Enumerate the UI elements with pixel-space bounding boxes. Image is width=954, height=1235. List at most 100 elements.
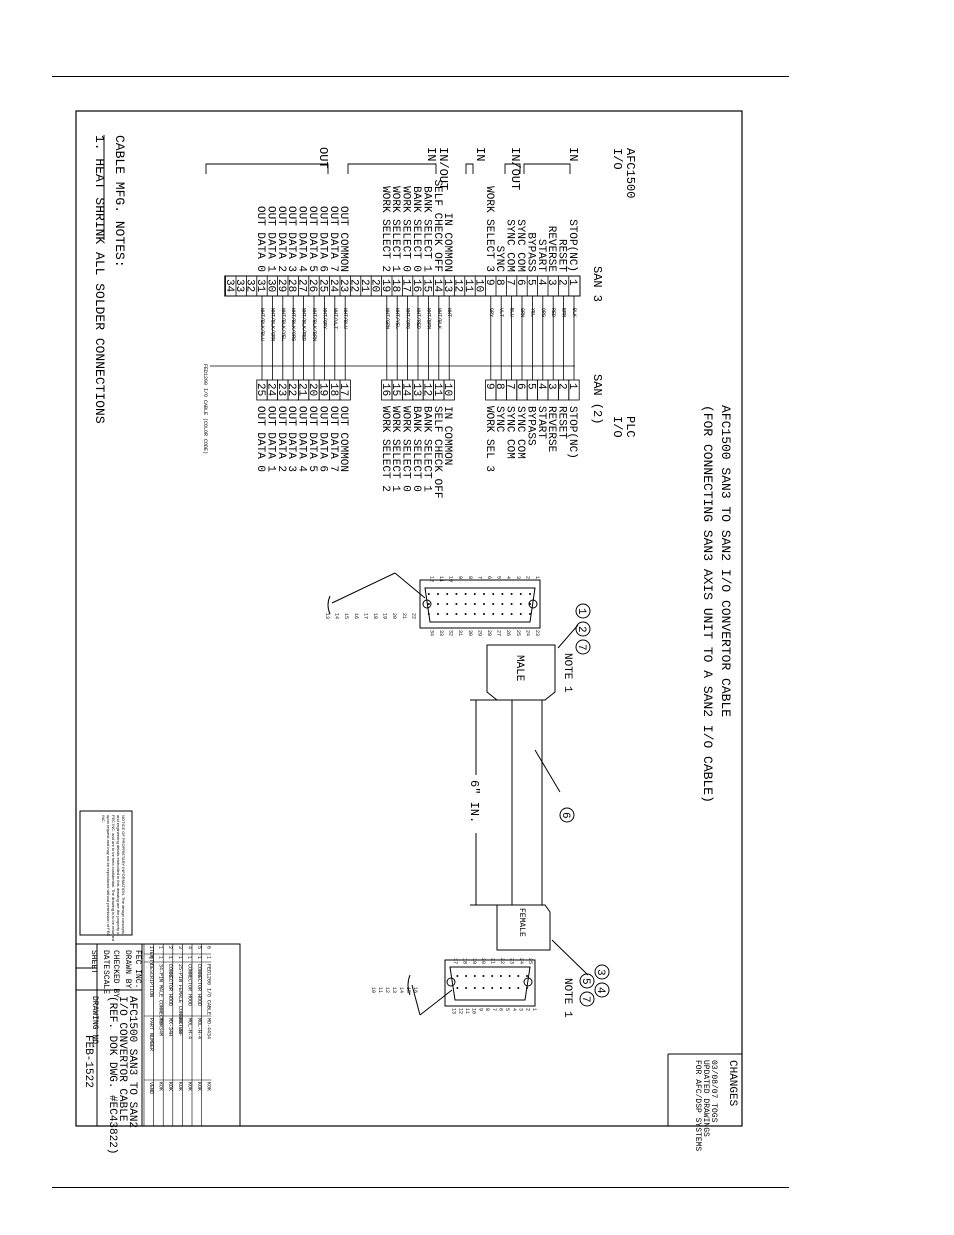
- title-line-2: (FOR CONNECTING SAN3 AXIS UNIT TO A SAN2…: [700, 405, 715, 803]
- san3-pin-number: 24: [327, 279, 339, 293]
- san3-pin-number: 11: [462, 279, 474, 293]
- balloon-6: [559, 807, 575, 823]
- bom-vend: KOK: [177, 1082, 183, 1091]
- san3-signal-label: OUT DATA 2: [275, 206, 287, 272]
- bom-qty: QTY: [148, 956, 154, 965]
- male-pin-dot: [437, 613, 439, 615]
- san3-pin-number: 23: [337, 279, 349, 292]
- female-side-pin-label: 14: [398, 987, 404, 993]
- male-pin-dot: [529, 593, 531, 595]
- notice-text: NOTICE OF PROPRIETARY INFORMATION. The d…: [101, 815, 126, 941]
- bom-part: MX-34H: [167, 1018, 173, 1036]
- female-pin-dot: [473, 975, 476, 977]
- san2-pin-number: 3: [545, 383, 557, 390]
- san3-pin-number: 1: [566, 279, 578, 286]
- female-pin-dots: [456, 975, 528, 989]
- female-pin-label: 19: [471, 958, 477, 964]
- bom-part: MOL-H-4: [196, 1018, 202, 1039]
- san3-signal-label: SELF CHECK OFF: [431, 180, 443, 272]
- female-pin-dot: [499, 987, 502, 989]
- san3-pin-number: 3: [545, 279, 557, 286]
- san3-pin-number: 30: [264, 279, 276, 292]
- san3-pin-number: 28: [285, 279, 297, 292]
- female-pin-label: 9: [477, 1008, 483, 1011]
- male-pin-dot: [464, 603, 467, 605]
- wire-color-label: WHT/BRN: [425, 308, 431, 329]
- san3-signal-label: IN COMMON: [441, 213, 453, 272]
- male-pin-dot: [464, 593, 467, 595]
- bom-vend: KOK: [206, 1082, 212, 1091]
- san3-pin-number: 32: [244, 279, 256, 292]
- female-pin-label: 21: [490, 958, 496, 964]
- left-device-label: AFC1500: [623, 148, 637, 198]
- san2-signal-label: BANK SELECT 1: [420, 406, 432, 492]
- note-ref-male: NOTE 1: [561, 653, 573, 693]
- male-side-pin-label: 13: [324, 613, 330, 619]
- female-pin-label: 20: [480, 958, 486, 964]
- bom-part: MO-4434: [206, 1018, 212, 1039]
- male-pin-dot: [501, 593, 504, 595]
- san3-pin-number: 29: [275, 279, 287, 292]
- san2-signal-label: OUT DATA 1: [264, 406, 276, 472]
- male-pin-label: 28: [486, 630, 492, 636]
- title-block-outline: [75, 943, 241, 1127]
- bom-part: MX-25F: [177, 1018, 183, 1036]
- male-pin-label: 11: [438, 576, 444, 582]
- balloon-7b-label: 7: [579, 996, 591, 1003]
- male-face-outline: [419, 579, 541, 629]
- male-leader-1: [394, 572, 426, 599]
- group-label: IN: [473, 147, 487, 161]
- drawn-label: DRAWN BY: [123, 950, 132, 989]
- male-pin-label: 27: [496, 630, 502, 636]
- female-pin-label: 5: [504, 1008, 510, 1011]
- drawing-title-2: I/O CONVERTOR CABLE: [116, 996, 128, 1122]
- balloon-leader-cable: [534, 749, 561, 793]
- male-side-pin-label: 20: [391, 613, 397, 619]
- san3-signal-label: OUT DATA 0: [254, 206, 266, 272]
- male-pin-dot: [455, 593, 458, 595]
- wire-color-label: VLT: [498, 308, 504, 317]
- san2-pin-number: 7: [504, 383, 516, 390]
- bom-item: 2: [167, 946, 173, 949]
- san2-signal-label: RESET: [556, 406, 568, 439]
- female-pin-label: 18: [461, 958, 467, 964]
- balloon-6-label: 6: [559, 812, 571, 819]
- san3-signal-label: STOP(NC): [566, 219, 578, 272]
- san3-pin-number: 17: [400, 279, 412, 292]
- san2-signal-label: STOP(NC): [566, 406, 578, 459]
- san2-signal-label: START: [535, 406, 547, 439]
- san2-signal-label: OUT COMMON: [337, 406, 349, 472]
- wire-color-label: WHT/BLK/YEL: [280, 308, 286, 341]
- san2-pin-number: 25: [254, 383, 266, 396]
- wire-color-label: GRY: [488, 308, 494, 317]
- bom-desc: 25-PIN FEMALE CONNECTOR: [177, 964, 183, 1033]
- san3-pin-number: 5: [524, 279, 536, 286]
- male-pin-dots: [427, 593, 531, 615]
- san2-signal-label: WORK SELECT 0: [400, 406, 412, 492]
- checked-label: CHECKED BY: [111, 950, 120, 998]
- san3-pin-number: 15: [420, 279, 432, 292]
- group-bracket: [504, 163, 521, 174]
- cable-side-view: MALE FEMALE 6" IN. NOTE 1 NOTE 1: [467, 624, 589, 1018]
- female-side-brace: [407, 974, 411, 996]
- female-side-pin-label: 13: [391, 987, 397, 993]
- male-pin-dot: [519, 603, 522, 605]
- san2-pin-number: 2: [556, 383, 568, 390]
- san3-signal-label: OUT DATA 3: [285, 206, 297, 272]
- length-label-bg: [468, 775, 484, 833]
- san3-signal-label: OUT DATA 1: [264, 206, 276, 272]
- wire-color-label: BLK: [571, 308, 577, 317]
- top-rule: [52, 76, 789, 77]
- male-face-shell: [424, 587, 536, 623]
- san2-signal-label: WORK SELECT 1: [389, 406, 401, 492]
- male-pin-dot: [446, 613, 449, 615]
- drawing-title-3: (REF. DOK DWG. #EC43822): [106, 996, 118, 1154]
- male-pin-dot: [473, 613, 476, 615]
- sheet-label: SHEET: [89, 950, 98, 974]
- san3-pin-number: 27: [296, 279, 308, 292]
- male-pin-dot: [473, 593, 476, 595]
- male-pin-dot: [492, 603, 495, 605]
- female-pin-label: 4: [511, 1008, 517, 1011]
